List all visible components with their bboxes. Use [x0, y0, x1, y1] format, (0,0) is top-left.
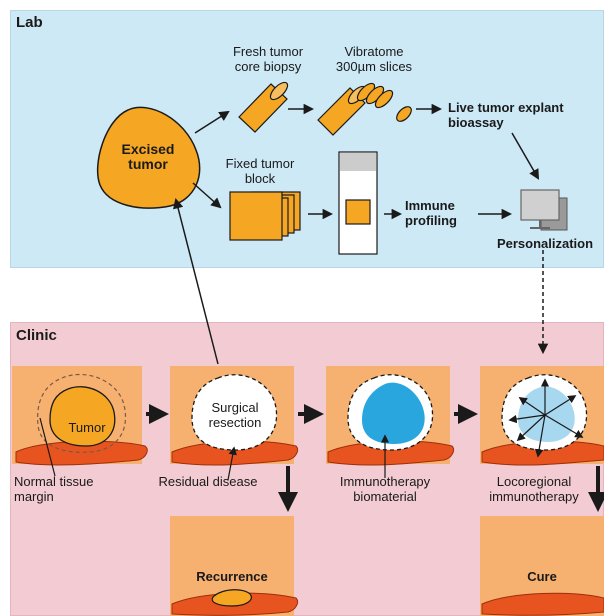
slide-icon: [338, 151, 378, 255]
clinic-flow-arrows: [146, 404, 604, 512]
biopsy-cylinder-icon: [238, 81, 289, 133]
excised-tumor-shape: [96, 106, 201, 209]
immune-profiling-label: Immune profiling: [405, 198, 457, 228]
fixed-block-label: Fixed tumor block: [225, 156, 295, 186]
computer-icon: [520, 189, 568, 231]
lab-arrows: [172, 103, 549, 365]
personalization-label: Personalization: [496, 236, 594, 251]
normal-margin-outline: [37, 373, 126, 453]
fixed-block-icon: [229, 191, 301, 241]
diffusion-arrows: [508, 378, 584, 458]
live-explant-label: Live tumor explant bioassay: [448, 100, 564, 130]
lab-title: Lab: [16, 14, 43, 31]
tumor-shape: [49, 386, 116, 447]
vibratome-slices-icon: [317, 82, 412, 136]
normal-margin-label: Normal tissue margin: [14, 474, 94, 504]
recurrence-tumor: [211, 589, 252, 607]
locoregional-label: Locoregional immunotherapy: [489, 474, 579, 504]
fresh-biopsy-label: Fresh tumor core biopsy: [232, 44, 304, 74]
immunotherapy-biomaterial-label: Immunotherapy biomaterial: [339, 474, 431, 504]
excised-tumor-label: Excised tumor: [121, 141, 175, 172]
vibratome-label: Vibratome 300µm slices: [335, 44, 413, 74]
biomaterial-shape: [362, 382, 425, 444]
label-pointers: [39, 417, 390, 481]
cure-label: Cure: [527, 569, 557, 584]
recurrence-label: Recurrence: [196, 569, 268, 584]
surgical-resection-label: Surgical resection: [208, 400, 262, 430]
residual-disease-label: Residual disease: [158, 474, 258, 489]
clinic-title: Clinic: [16, 327, 57, 344]
tumor-label: Tumor: [68, 420, 106, 435]
